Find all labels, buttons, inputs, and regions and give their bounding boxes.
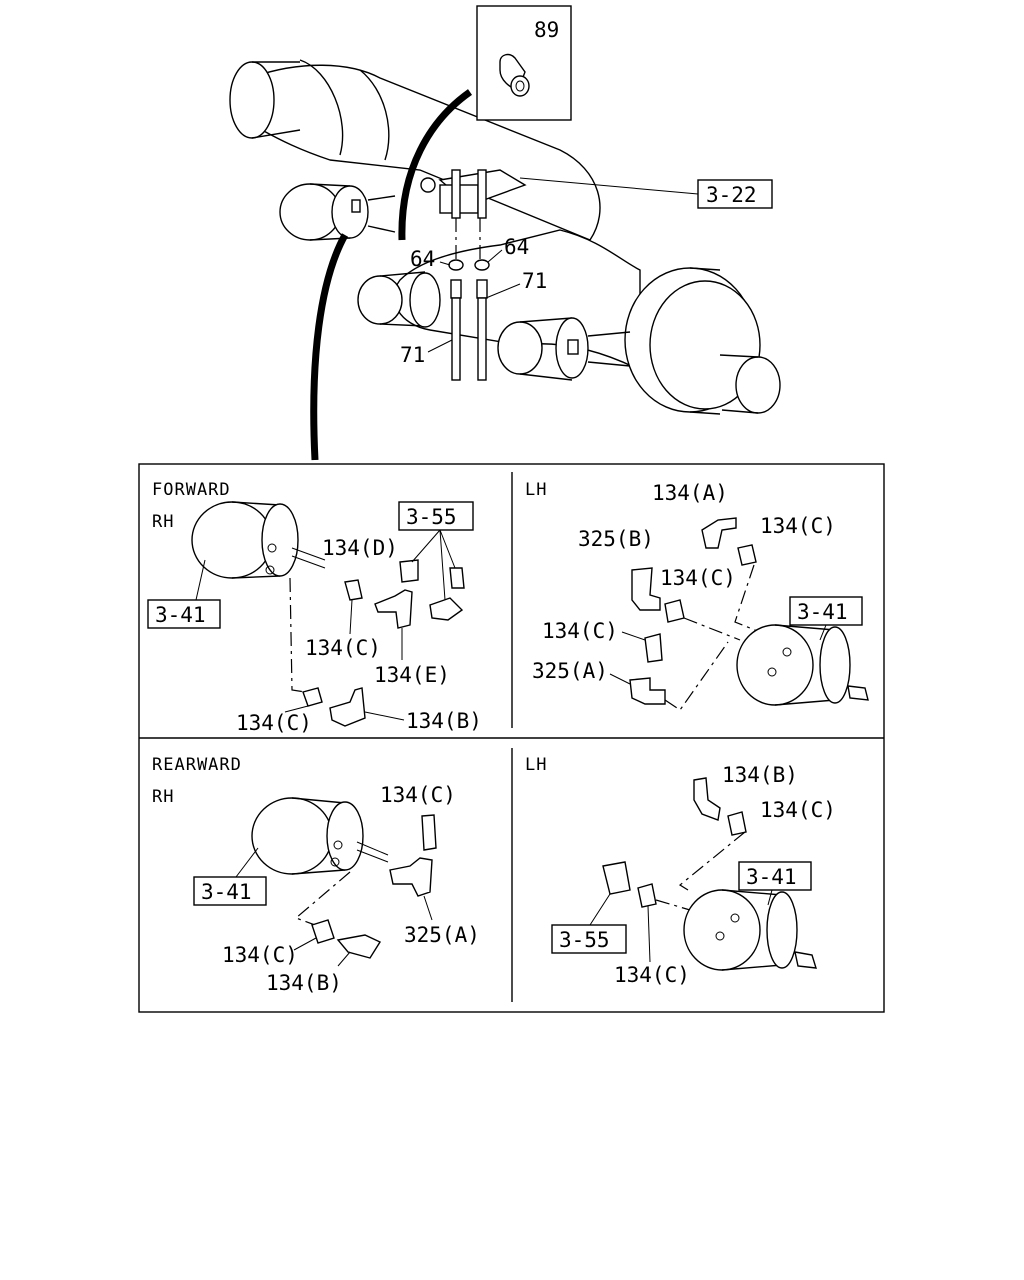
ref-3-55-rlh: 3-55	[559, 928, 610, 952]
label-325a-rrh: 325(A)	[404, 923, 480, 947]
label-71-left: 71	[400, 343, 425, 367]
header-lh-rear: LH	[525, 755, 547, 775]
label-134b-rrh: 134(B)	[266, 971, 342, 995]
label-134c-rrh-1: 134(C)	[380, 783, 456, 807]
ref-3-22: 3-22	[706, 183, 757, 207]
label-134a: 134(A)	[652, 481, 728, 505]
axle-assembly	[229, 59, 781, 461]
header-lh-fwd: LH	[525, 480, 547, 500]
label-134c-rlh-2: 134(C)	[614, 963, 690, 987]
label-89: 89	[534, 18, 559, 42]
header-rearward: REARWARD	[152, 755, 242, 775]
label-134b-frh: 134(B)	[406, 709, 482, 733]
label-134b-rlh: 134(B)	[722, 763, 798, 787]
ref-3-55-frh: 3-55	[406, 505, 457, 529]
label-134c-flh-1: 134(C)	[760, 514, 836, 538]
label-134c-frh-1: 134(C)	[305, 636, 381, 660]
panel-rearward-rh: REARWARD RH 3-41 134(C) 325(A) 134(C) 13…	[152, 755, 480, 995]
ref-3-41-flh: 3-41	[797, 600, 848, 624]
label-64-left: 64	[410, 247, 435, 271]
label-325b: 325(B)	[578, 527, 654, 551]
label-71-right: 71	[522, 269, 547, 293]
ref-3-41-rlh: 3-41	[746, 865, 797, 889]
label-134e: 134(E)	[374, 663, 450, 687]
header-rh: RH	[152, 512, 174, 532]
inset-89: 89	[476, 5, 572, 121]
panel-forward-lh: LH 134(A) 134(C) 325(B) 134(C) 134(C) 32…	[525, 480, 869, 711]
label-134c-flh-2: 134(C)	[660, 566, 736, 590]
label-134c-rlh-1: 134(C)	[760, 798, 836, 822]
panel-rearward-lh: LH 134(B) 134(C) 3-55 134(C) 3-41	[525, 755, 836, 987]
label-325a-flh: 325(A)	[532, 659, 608, 683]
label-64-right: 64	[504, 235, 529, 259]
panel-forward-rh: FORWARD RH 3-41 3-55 134(D) 134(C) 134(E…	[147, 480, 482, 735]
ref-3-41-rrh: 3-41	[201, 880, 252, 904]
header-forward: FORWARD	[152, 480, 231, 500]
ref-3-41-frh: 3-41	[155, 603, 206, 627]
header-rh-rear: RH	[152, 787, 174, 807]
top-labels: 3-22 64 64 71 71	[400, 177, 773, 367]
label-134c-rrh-2: 134(C)	[222, 943, 298, 967]
label-134c-frh-2: 134(C)	[236, 711, 312, 735]
label-134d: 134(D)	[322, 536, 398, 560]
label-134c-flh-3: 134(C)	[542, 619, 618, 643]
